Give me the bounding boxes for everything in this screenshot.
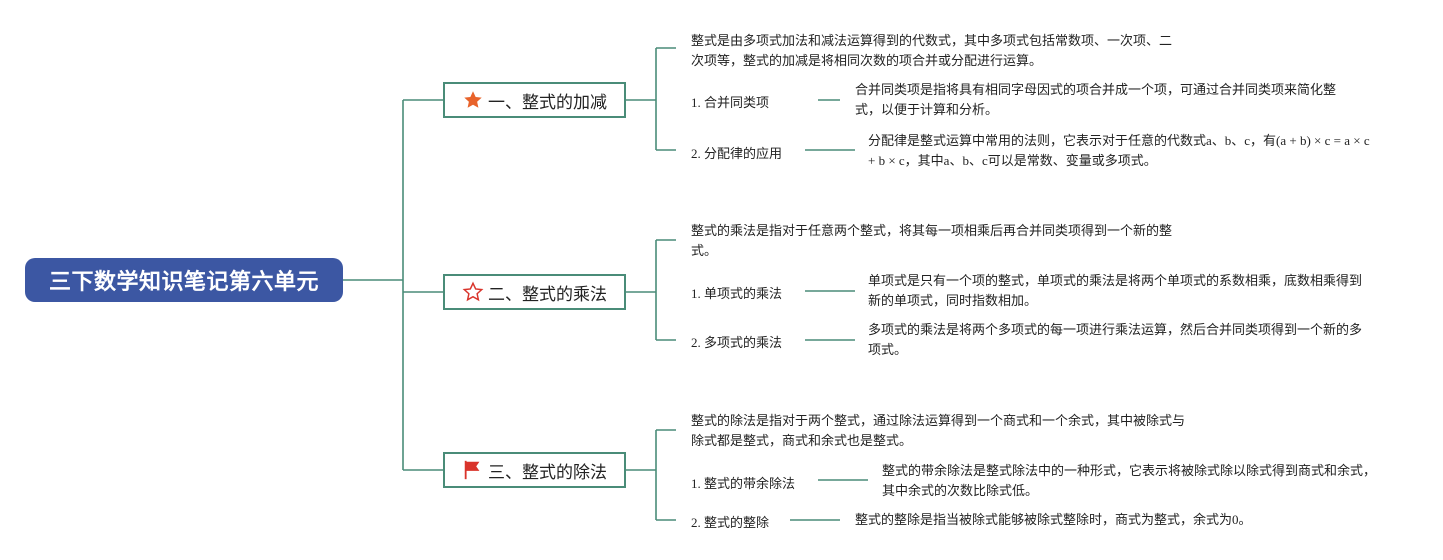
topic-3-item-2-label[interactable]: 2. 整式的整除 — [691, 515, 770, 530]
topic-3-intro: 整式的除法是指对于两个整式，通过除法运算得到一个商式和一个余式，其中被除式与除式… — [691, 413, 1186, 448]
topic-3-item-2-text: 整式的整除是指当被除式能够被除式整除时，商式为整式，余式为0。 — [855, 512, 1252, 527]
topic-1-item-1-label[interactable]: 1. 合并同类项 — [691, 95, 770, 110]
star-filled-icon — [462, 89, 484, 111]
topic-2-intro: 整式的乘法是指对于任意两个整式，将其每一项相乘后再合并同类项得到一个新的整式。 — [691, 223, 1173, 258]
topic-1-intro: 整式是由多项式加法和减法运算得到的代数式，其中多项式包括常数项、一次项、二次项等… — [691, 33, 1173, 68]
topic-node-multiplication[interactable]: 二、整式的乘法 — [443, 274, 626, 310]
topic-2-item-1-label[interactable]: 1. 单项式的乘法 — [691, 286, 783, 301]
topic-2-item-2-text: 多项式的乘法是将两个多项式的每一项进行乘法运算，然后合并同类项得到一个新的多项式… — [868, 322, 1363, 357]
topic-label: 三、整式的除法 — [488, 462, 607, 483]
root-title: 三下数学知识笔记第六单元 — [48, 270, 319, 295]
topic-3-item-1-label[interactable]: 1. 整式的带余除法 — [691, 476, 796, 491]
topic-label: 一、整式的加减 — [488, 92, 607, 113]
flag-icon — [462, 459, 484, 481]
topic-label: 二、整式的乘法 — [488, 284, 607, 305]
topic-1-item-2-text: 分配律是整式运算中常用的法则，它表示对于任意的代数式a、b、c，有(a + b)… — [868, 133, 1370, 168]
topic-node-addition[interactable]: 一、整式的加减 — [443, 82, 626, 118]
star-outline-icon — [462, 281, 484, 303]
topic-1-item-2-label[interactable]: 2. 分配律的应用 — [691, 146, 783, 161]
root-node[interactable]: 三下数学知识笔记第六单元 — [25, 258, 343, 302]
topic-3-item-1-text: 整式的带余除法是整式除法中的一种形式，它表示将被除式除以除式得到商式和余式，其中… — [882, 463, 1377, 498]
topic-1-item-1-text: 合并同类项是指将具有相同字母因式的项合并成一个项，可通过合并同类项来简化整式，以… — [855, 82, 1337, 117]
topic-2-item-2-label[interactable]: 2. 多项式的乘法 — [691, 335, 783, 350]
topic-2-item-1-text: 单项式是只有一个项的整式，单项式的乘法是将两个单项式的系数相乘，底数相乘得到新的… — [868, 273, 1363, 308]
topic-node-division[interactable]: 三、整式的除法 — [443, 452, 626, 488]
